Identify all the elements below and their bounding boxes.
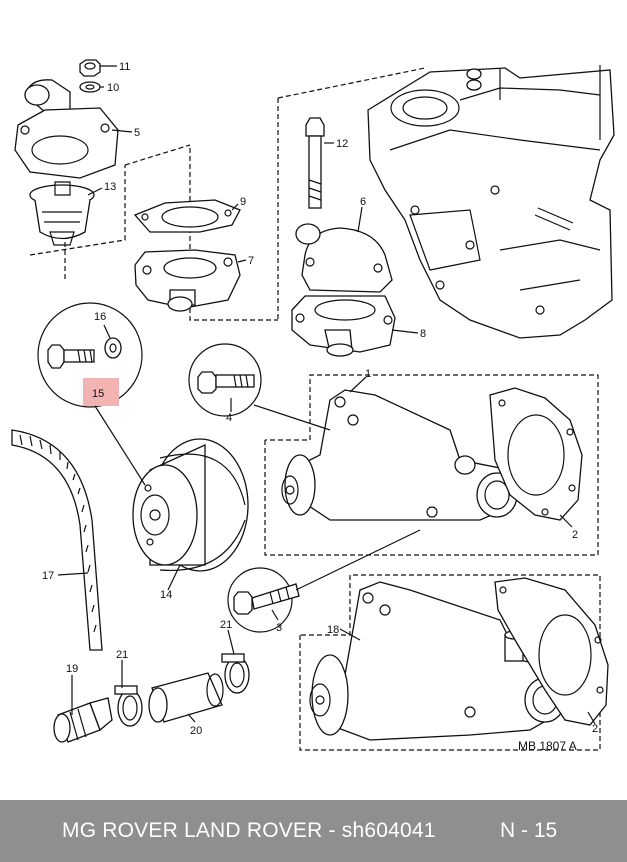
- nut: [79, 59, 101, 77]
- callout-15: 15: [92, 388, 104, 400]
- hose: [148, 672, 224, 723]
- water-pump-18: [309, 581, 566, 741]
- bolt-15-group: [37, 302, 143, 408]
- callout-19: 19: [66, 663, 78, 675]
- callout-5: 5: [134, 127, 140, 139]
- callout-2-upper: 2: [572, 529, 578, 541]
- housing-8: [291, 295, 396, 357]
- callout-7: 7: [248, 255, 254, 267]
- washer-10: [79, 81, 101, 93]
- hose-clip-lower: [114, 685, 143, 727]
- callout-12: 12: [336, 138, 348, 150]
- bolt-12: [305, 117, 325, 209]
- callout-9: 9: [240, 196, 246, 208]
- callout-6: 6: [360, 196, 366, 208]
- callout-13: 13: [104, 181, 116, 193]
- thermostat: [29, 181, 95, 246]
- outlet-elbow: [134, 249, 241, 312]
- callout-2-lower: 2: [592, 723, 598, 735]
- callout-17: 17: [42, 570, 54, 582]
- callout-labels: 11 10 5 13 9 7 12 6 8 16 15 4 1 2 17 14 …: [42, 61, 598, 753]
- engine-block: [367, 65, 615, 339]
- bolt-3: [227, 567, 300, 633]
- gasket-2-lower: [494, 577, 609, 726]
- hose-connector: [53, 697, 113, 743]
- callout-14: 14: [160, 589, 172, 601]
- footer-bar: MG ROVER LAND ROVER - sh604041 N - 15: [0, 800, 627, 862]
- diagram-code: MB 1807 A: [518, 739, 577, 753]
- footer-title: MG ROVER LAND ROVER - sh604041: [62, 819, 436, 842]
- callout-16: 16: [94, 311, 106, 323]
- callout-21-upper: 21: [220, 619, 232, 631]
- callout-20: 20: [190, 725, 202, 737]
- leader-lines: [57, 65, 596, 725]
- water-pump-pulley: [132, 438, 249, 572]
- thermostat-housing: [14, 79, 119, 179]
- gasket-2-upper: [489, 387, 583, 521]
- callout-4: 4: [226, 412, 232, 424]
- callout-8: 8: [420, 328, 426, 340]
- callout-1: 1: [365, 368, 371, 380]
- exploded-parts-diagram: 11 10 5 13 9 7 12 6 8 16 15 4 1 2 17 14 …: [11, 59, 615, 753]
- hose-clip-upper: [221, 653, 250, 694]
- callout-21-lower: 21: [116, 649, 128, 661]
- callout-10: 10: [107, 82, 119, 94]
- callout-18: 18: [327, 624, 339, 636]
- outlet-6: [295, 223, 393, 293]
- water-pump: [281, 389, 518, 521]
- bolt-4: [188, 343, 262, 417]
- callout-11: 11: [119, 61, 130, 73]
- callout-3: 3: [276, 622, 282, 634]
- gasket-9: [133, 199, 241, 233]
- drive-belt: [11, 429, 103, 651]
- callout-15-highlight: [83, 378, 119, 406]
- footer-page-number: N - 15: [500, 819, 558, 842]
